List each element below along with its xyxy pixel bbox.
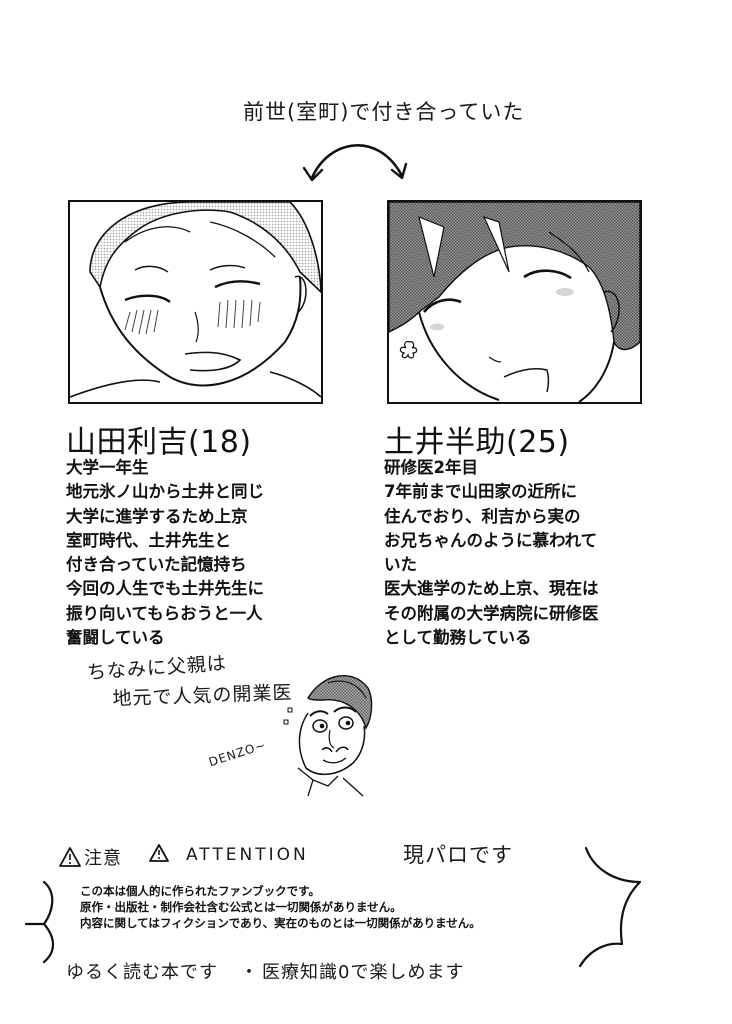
- modern-au-label: 現パロです: [403, 843, 513, 867]
- character-description-hansuke: 研修医2年目 7年前まで山田家の近所に 住んでおり、利吉から実の お兄ちゃんのよ…: [384, 456, 599, 650]
- description-line: 振り向いてもらおうと一人: [66, 603, 263, 623]
- disclaimer-block: この本は個人的に作られたファンブックです。 原作・出版社・制作会社含む公式とは一…: [80, 883, 481, 931]
- warning-icon: [58, 846, 82, 868]
- description-line: 医大進学のため上京、現在は: [384, 579, 599, 599]
- flower-icon: [399, 340, 418, 359]
- rikichi-portrait-illustration: [70, 202, 321, 398]
- character-name-rikichi: 山田利吉(18): [66, 425, 252, 460]
- portrait-panel-hansuke: [387, 200, 642, 404]
- description-line: として勤務している: [384, 628, 532, 648]
- description-line: いた: [384, 555, 417, 575]
- character-description-rikichi: 大学一年生 地元氷ノ山から土井と同じ 大学に進学するため上京 室町時代、土井先生…: [66, 456, 264, 650]
- right-brace-decoration: [576, 846, 646, 976]
- footer-separator: ・: [240, 962, 259, 983]
- relationship-caption: 前世(室町)で付き合っていた: [243, 100, 525, 124]
- warning-icon: [148, 843, 170, 863]
- left-brace-decoration: [22, 880, 58, 964]
- double-arrow-icon: [298, 130, 418, 190]
- father-note-line2: 地元で人気の開業医: [112, 681, 293, 710]
- no-medical-knowledge-note: 医療知識0で楽しめます: [262, 962, 465, 983]
- description-line: 大学に進学するため上京: [66, 506, 248, 526]
- description-line: 地元氷ノ山から土井と同じ: [66, 482, 264, 502]
- description-line: 室町時代、土井先生と: [66, 530, 231, 550]
- casual-read-note: ゆるく読む本です: [66, 962, 218, 983]
- portrait-panel-rikichi: [68, 200, 323, 404]
- disclaimer-line: この本は個人的に作られたファンブックです。: [80, 884, 321, 898]
- description-line: 住んでおり、利吉から実の: [384, 506, 581, 526]
- father-note-line1: ちなみに父親は: [86, 652, 228, 684]
- description-line: 研修医2年目: [384, 458, 478, 477]
- description-line: 7年前まで山田家の近所に: [384, 482, 577, 502]
- description-line: 大学一年生: [66, 458, 149, 477]
- denzo-sound-text: DENZO~: [207, 737, 268, 770]
- attention-label-en: ATTENTION: [186, 845, 309, 865]
- description-line: その附属の大学病院に研修医: [384, 603, 599, 623]
- description-line: 今回の人生でも土井先生に: [66, 579, 264, 599]
- description-line: 付き合っていた記憶持ち: [66, 555, 247, 575]
- attention-label-jp: 注意: [84, 848, 122, 869]
- hansuke-portrait-illustration: [389, 202, 640, 402]
- disclaimer-line: 原作・出版社・制作会社含む公式とは一切関係がありません。: [80, 900, 402, 914]
- description-line: お兄ちゃんのように慕われて: [384, 530, 598, 550]
- father-caricature-illustration: [268, 668, 378, 798]
- character-name-hansuke: 土井半助(25): [384, 425, 570, 460]
- disclaimer-line: 内容に関してはフィクションであり、実在のものとは一切関係がありません。: [80, 916, 481, 930]
- description-line: 奮闘している: [66, 628, 165, 648]
